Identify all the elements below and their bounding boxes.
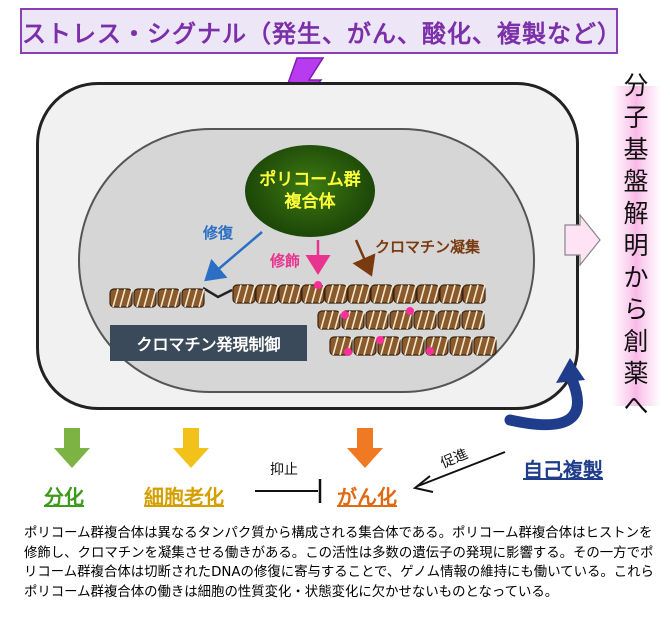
nucleosome: [370, 284, 394, 304]
side-band-char: 解: [623, 199, 649, 228]
nucleosome: [181, 288, 205, 308]
self-replication-loop-arrow: [504, 369, 583, 431]
nucleosome: [109, 288, 133, 308]
nucleosome: [413, 310, 437, 330]
histone-mark: [426, 347, 434, 355]
nucleosome-rows: [109, 284, 497, 356]
nucleosome: [255, 284, 279, 304]
side-band-char: 創: [623, 327, 649, 356]
polycomb-complex: ポリコーム群 複合体: [245, 145, 375, 237]
repair-label: 修復: [203, 224, 234, 242]
nucleosome: [324, 284, 348, 304]
self-replication-label: 自己複製: [523, 458, 603, 482]
nucleosome: [317, 310, 341, 330]
nucleosome: [232, 284, 256, 304]
nucleosome: [393, 284, 417, 304]
side-band-char: へ: [623, 391, 649, 420]
side-band-char: 薬: [623, 359, 649, 388]
polycomb-label-line1: ポリコーム群: [259, 170, 361, 190]
side-band-char: 基: [623, 135, 649, 164]
condense-label: クロマチン凝集: [375, 238, 481, 256]
broken-dna-strand: [202, 286, 233, 299]
nucleosome: [449, 336, 473, 356]
nucleosome: [157, 288, 181, 308]
loop-arrowhead: [556, 358, 585, 383]
nucleosome: [461, 310, 485, 330]
nucleosome: [439, 284, 463, 304]
histone-marks: [314, 281, 434, 356]
condense-arrow: [352, 239, 376, 277]
polycomb-label-line2: 複合体: [284, 192, 336, 212]
side-band-char: 明: [623, 231, 649, 260]
nucleosome: [347, 284, 371, 304]
histone-mark: [376, 336, 384, 344]
histone-mark: [406, 307, 414, 315]
nucleosome: [462, 284, 486, 304]
nucleosome: [473, 336, 497, 356]
repair-arrow: [204, 231, 263, 282]
nucleosome: [353, 336, 377, 356]
side-band-char: 盤: [623, 167, 649, 196]
nucleosome: [278, 284, 302, 304]
side-band-char: 分: [623, 71, 649, 100]
nucleosome: [365, 310, 389, 330]
side-band-char: か: [623, 263, 649, 292]
side-band-char: 子: [623, 103, 649, 132]
side-band-vertical-text: 分子基盤解明から創薬へ: [611, 71, 661, 420]
histone-mark: [314, 281, 322, 289]
nucleosome: [133, 288, 157, 308]
nucleosome: [301, 284, 325, 304]
right-arrow-to-band: [564, 213, 601, 267]
promote-arrow: [417, 451, 506, 487]
stress-signal-banner: ストレス・シグナル（発生、がん、酸化、複製など）: [20, 8, 621, 54]
nucleosome: [437, 310, 461, 330]
side-band-char: ら: [623, 295, 649, 324]
chromatin-expression-box: クロマチン発現制御: [110, 325, 307, 361]
differentiation-label: 分化: [44, 485, 84, 509]
cancer-label: がん化: [337, 485, 397, 509]
histone-mark: [341, 311, 349, 319]
modify-label: 修飾: [270, 252, 301, 270]
nucleosome: [416, 284, 440, 304]
histone-mark: [344, 348, 352, 356]
nucleosome: [389, 310, 413, 330]
senescence-label: 細胞老化: [144, 485, 224, 509]
suppression-label: 抑止: [270, 462, 298, 478]
description-text: ポリコーム群複合体は異なるタンパク質から構成される集合体である。ポリコーム群複合…: [24, 526, 654, 600]
down-arrows: [54, 428, 383, 468]
nucleosome: [401, 336, 425, 356]
